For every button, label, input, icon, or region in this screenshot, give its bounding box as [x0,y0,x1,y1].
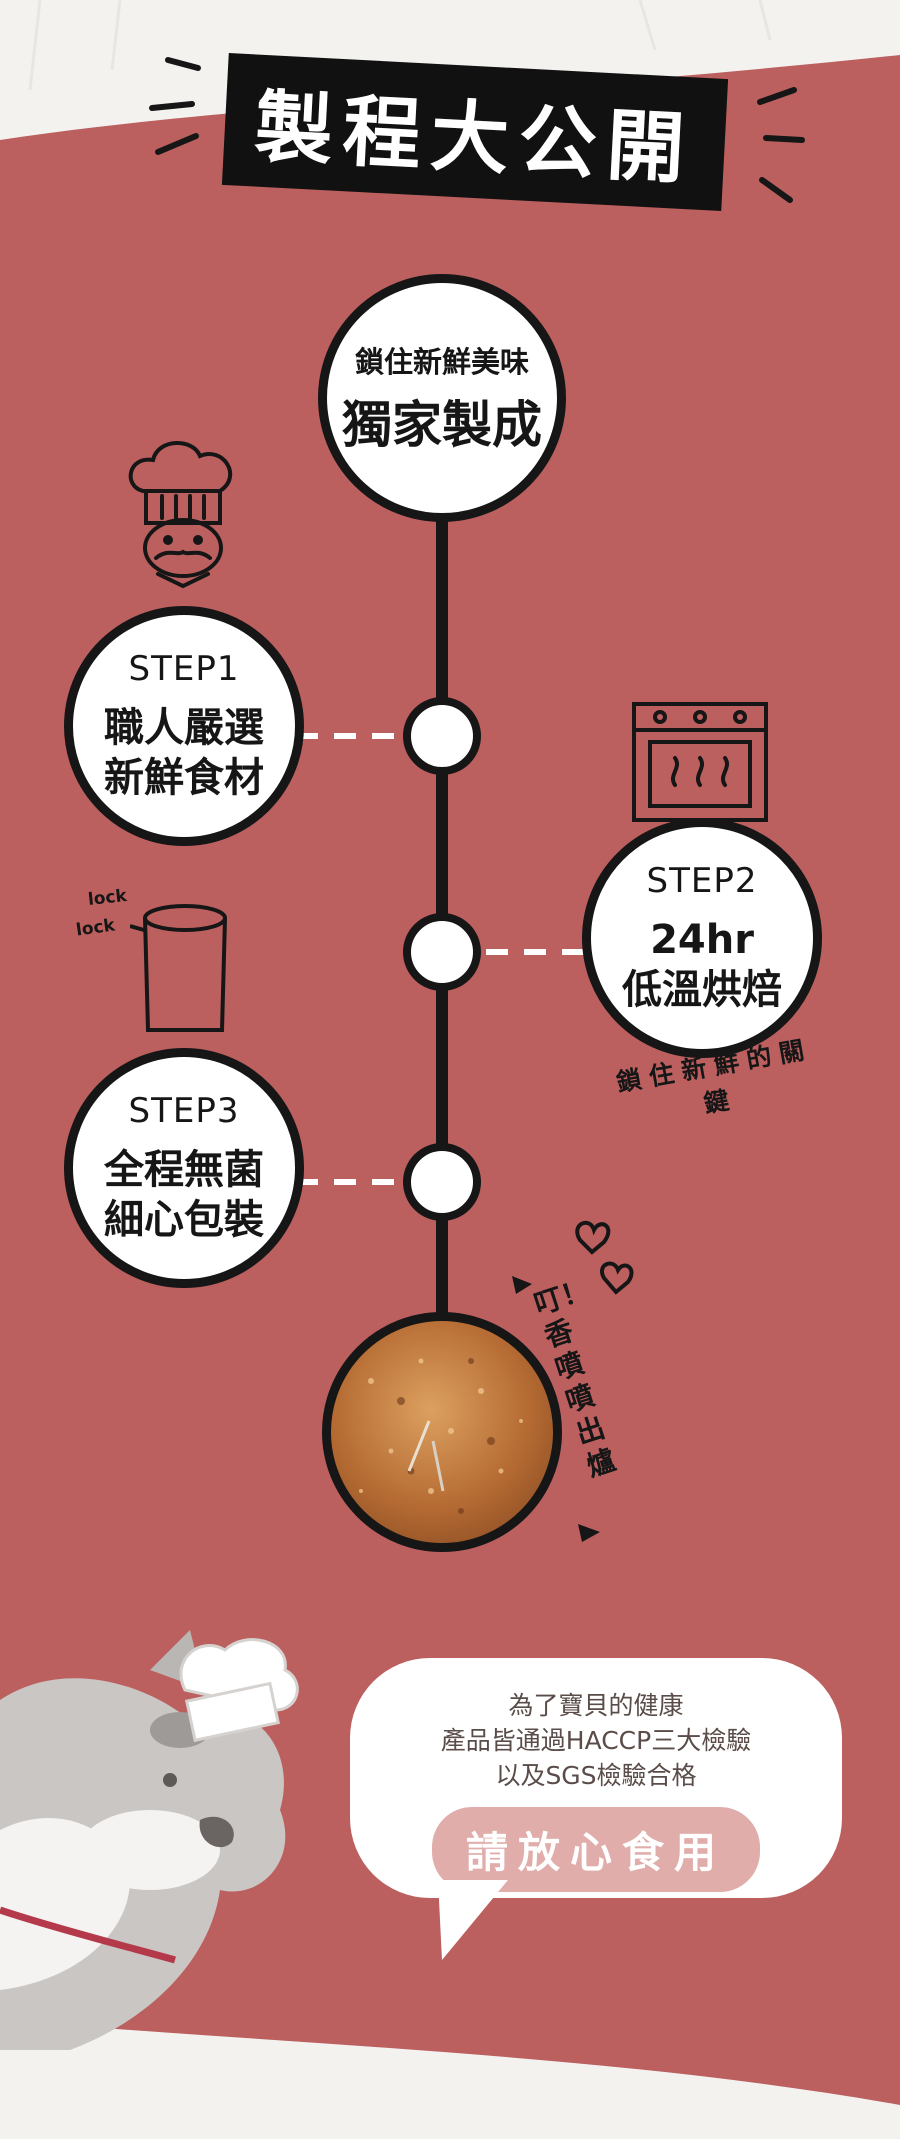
step1-line2: 新鮮食材 [104,755,264,801]
step1-circle: STEP1 職人嚴選 新鮮食材 [64,606,304,846]
speech-bubble-tail [438,1880,508,1960]
timeline-node-step1 [403,697,481,775]
dog-mascot-illustration [0,1630,299,2050]
bubble-line2: 產品皆通過HACCP三大檢驗 [440,1726,752,1755]
hero-line1: 鎖住新鮮美味 [354,345,529,379]
cta-pill: 請放心食用 [431,1807,760,1892]
bubble-line3: 以及SGS檢驗合格 [495,1761,697,1790]
connector-step2 [486,949,586,955]
step3-line1: 全程無菌 [104,1147,264,1193]
speech-bubble: 為了寶貝的健康 產品皆通過HACCP三大檢驗 以及SGS檢驗合格 請放心食用 [350,1658,842,1898]
timeline-node-step3 [403,1143,481,1221]
heart-doodle-icon [575,1220,634,1295]
oven-icon [632,702,768,822]
food-texture [359,1358,523,1514]
hero-line2: 獨家製成 [342,396,542,454]
lock-word-1: lock [87,886,128,910]
food-photo-circle [322,1312,562,1552]
title-burst-strokes [149,57,805,203]
bubble-line1: 為了寶貝的健康 [508,1691,684,1720]
connector-step1 [296,733,400,739]
step1-label: STEP1 [128,649,240,689]
timeline-node-step2 [403,913,481,991]
sealed-can-icon [130,904,227,1032]
step2-line1: 24hr [650,917,754,963]
step3-label: STEP3 [128,1091,240,1131]
step3-line2: 細心包裝 [104,1197,264,1243]
final-note: 叮！香噴噴出爐 [510,1270,619,1560]
connector-step3 [296,1179,400,1185]
step1-line1: 職人嚴選 [104,705,264,751]
chef-icon [128,441,233,589]
final-note-arrows [512,1276,600,1542]
step3-circle: STEP3 全程無菌 細心包裝 [64,1048,304,1288]
step2-line2: 低溫烘焙 [622,967,782,1013]
step2-circle: STEP2 24hr 低溫烘焙 [582,818,822,1058]
step2-label: STEP2 [646,861,758,901]
hero-circle: 鎖住新鮮美味 獨家製成 [318,274,566,522]
timeline-line [436,430,448,1360]
